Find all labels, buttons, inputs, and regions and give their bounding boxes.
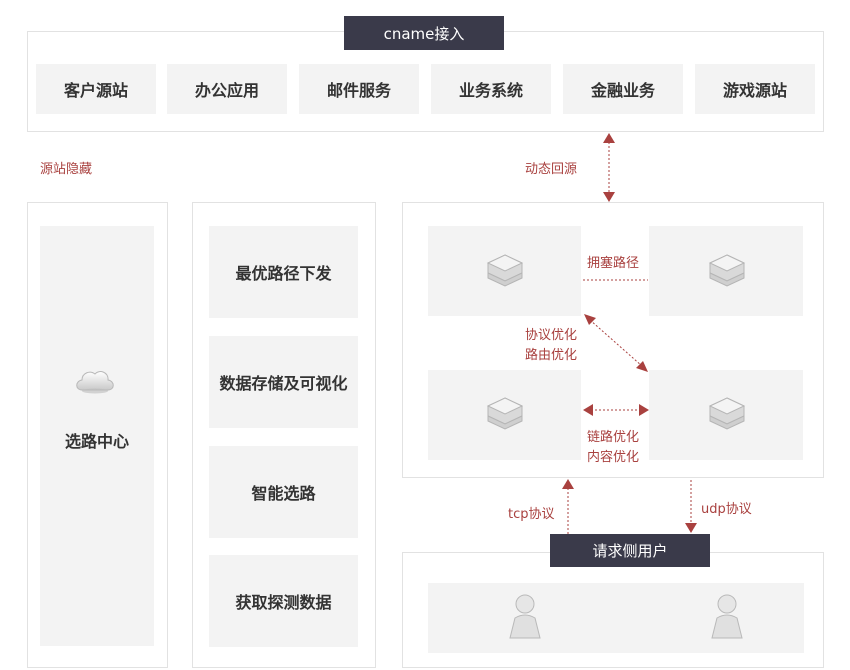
protocol-opt-label: 协议优化 — [525, 328, 578, 343]
origin-item-office-apps[interactable]: 办公应用 — [167, 64, 287, 114]
request-side-users-tab: 请求侧用户 — [550, 534, 710, 567]
content-opt-label: 内容优化 — [587, 450, 640, 465]
origin-item-business-system[interactable]: 业务系统 — [431, 64, 551, 114]
origin-item-game[interactable]: 游戏源站 — [695, 64, 815, 114]
cloud-icon — [76, 371, 114, 394]
server-icon — [708, 397, 746, 430]
users-row — [428, 583, 804, 653]
tcp-arrow — [562, 479, 574, 534]
origin-item-customer[interactable]: 客户源站 — [36, 64, 156, 114]
route-center-box[interactable] — [40, 226, 154, 646]
congestion-path-label: 拥塞路径 — [587, 256, 640, 271]
data-storage-visualization[interactable]: 数据存储及可视化 — [209, 336, 358, 428]
probe-data-collection[interactable]: 获取探测数据 — [209, 555, 358, 647]
tcp-label: tcp协议 — [508, 507, 555, 522]
user-icon — [509, 594, 541, 639]
user-icon — [711, 594, 743, 639]
udp-label: udp协议 — [701, 502, 752, 517]
server-icon — [708, 254, 746, 287]
routing-opt-label: 路由优化 — [525, 348, 578, 363]
origin-item-finance[interactable]: 金融业务 — [563, 64, 683, 114]
origin-item-mail-service[interactable]: 邮件服务 — [299, 64, 419, 114]
optimal-path-dispatch[interactable]: 最优路径下发 — [209, 226, 358, 318]
server-icon — [486, 254, 524, 287]
intelligent-routing[interactable]: 智能选路 — [209, 446, 358, 538]
route-center-label: 选路中心 — [64, 432, 129, 451]
udp-arrow — [685, 480, 697, 533]
origin-hidden-label: 源站隐藏 — [40, 162, 93, 177]
server-icon — [486, 397, 524, 430]
cname-access-tab: cname接入 — [344, 16, 504, 50]
dynamic-origin-label: 动态回源 — [525, 162, 578, 177]
dynamic-origin-arrow — [603, 133, 615, 202]
link-opt-label: 链路优化 — [587, 430, 640, 445]
